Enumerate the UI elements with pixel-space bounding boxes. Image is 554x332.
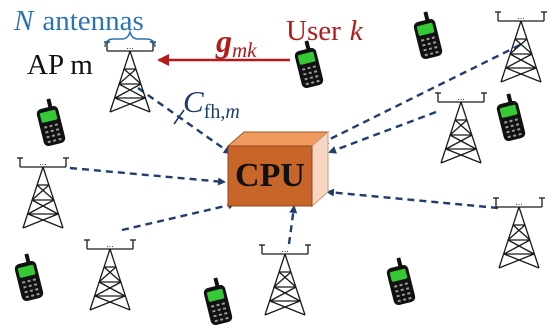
mobile-phone-icon [200, 276, 234, 327]
mobile-phone-icon [383, 256, 417, 307]
fronthaul-link-ap-left [69, 166, 226, 186]
fronthaul-link-ap-mid-right [328, 110, 437, 154]
fronthaul-symbol: C [183, 84, 204, 119]
mobile-phone-icon [493, 92, 527, 143]
antenna-tower-icon [494, 11, 548, 83]
mobile-phone-icon [33, 97, 67, 148]
antenna-tower-icon [492, 197, 546, 269]
fronthaul-link-ap-bottom-center [287, 205, 298, 245]
fronthaul-link-ap-top-right [320, 43, 521, 145]
user-index: k [350, 15, 364, 47]
antenna-tower-icon [258, 244, 312, 316]
fronthaul-links [69, 43, 521, 245]
channel-label: gmk [215, 23, 257, 62]
cpu-label: CPU [235, 157, 305, 194]
mobile-phone-icon [410, 10, 444, 61]
fronthaul-link-ap-right [326, 188, 499, 210]
antennas-word: antennas [42, 5, 143, 37]
channel-subscript: mk [232, 38, 257, 62]
ap-label: AP m [27, 49, 93, 81]
antenna-tower-icon [434, 92, 488, 164]
antennas-count-symbol: N [13, 5, 35, 37]
fronthaul-subscript-var: m [225, 101, 239, 123]
mobile-phone-icon [11, 252, 45, 303]
user-word: User [286, 15, 341, 47]
channel-symbol: g [215, 23, 232, 59]
cpu-box-icon: CPU [226, 130, 330, 208]
antennas-brace [104, 29, 156, 48]
antenna-tower-icon [103, 41, 157, 113]
fronthaul-link-ap-bottom-left [121, 201, 236, 232]
fronthaul-tick-mark [173, 109, 185, 125]
antenna-tower-icon [16, 157, 70, 229]
fronthaul-link-ap-m [137, 87, 232, 155]
fronthaul-subscript: fh, [204, 101, 226, 123]
antenna-tower-icon [83, 239, 137, 311]
fronthaul-label: Cfh,m [183, 84, 240, 123]
